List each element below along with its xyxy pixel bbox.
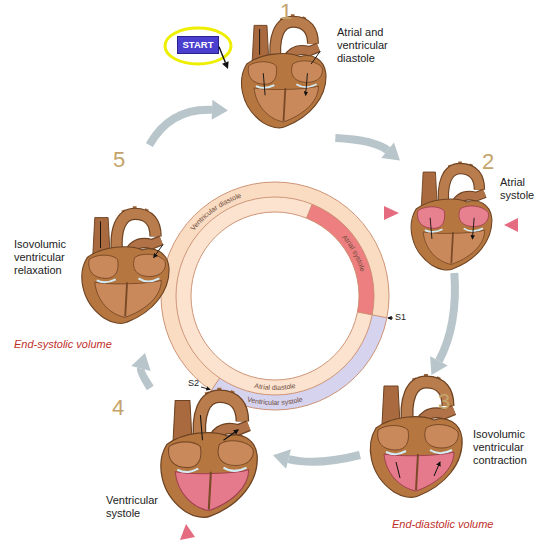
ventricles <box>175 470 249 511</box>
atria <box>89 254 166 278</box>
start-highlight <box>165 28 231 64</box>
phase-label: Atrial systole <box>341 233 366 272</box>
stage-number: 2 <box>482 150 504 174</box>
ventricular-band <box>169 190 382 403</box>
volume-label: End-systolic volume <box>14 338 134 351</box>
flow-arrow <box>260 29 321 95</box>
cycle-arrow <box>149 100 228 145</box>
ring-divider <box>307 204 313 218</box>
arrow-head <box>222 61 228 69</box>
atria <box>169 441 254 468</box>
stage-label: Isovolumic ventricular contraction <box>473 428 545 467</box>
arrow-shaft <box>219 47 225 63</box>
stage-label: Ventricular systole <box>106 494 164 520</box>
flow-arrow <box>396 462 440 478</box>
arrow-shaft <box>289 455 360 462</box>
stage-number: 3 <box>438 390 460 414</box>
ring-border <box>191 212 359 380</box>
heart-illustration <box>82 206 169 323</box>
contraction-arrow <box>384 206 399 220</box>
start-box: START <box>177 36 219 54</box>
heart-body <box>242 14 326 128</box>
valves <box>177 468 246 510</box>
stage-number: 5 <box>113 148 135 172</box>
arrow-shaft <box>141 368 151 388</box>
start-arrow <box>219 47 229 69</box>
stage-label: Isovolumic ventricular relaxation <box>14 238 76 277</box>
leader-line <box>388 318 393 319</box>
arrow-head <box>430 356 448 375</box>
atria <box>248 61 322 84</box>
phase-label: Ventricular systole <box>247 395 304 406</box>
heart-sound-label: S2 <box>188 378 199 389</box>
contraction-arrow <box>180 524 195 540</box>
ventricles <box>254 86 318 122</box>
atria <box>418 206 489 228</box>
ring-border <box>176 197 374 395</box>
heart-body <box>82 206 169 323</box>
heart-illustration <box>411 161 492 270</box>
arrow-shaft <box>439 273 455 361</box>
ventricles <box>95 280 162 317</box>
flow-arrow <box>430 218 474 239</box>
stage-label: Atrial systole <box>500 176 550 202</box>
ventricles <box>384 452 454 491</box>
arrow-head <box>381 143 400 161</box>
ring-text: Atrial systole <box>341 233 366 272</box>
atria <box>378 425 459 450</box>
phase-label: Atrial diastole <box>254 382 296 391</box>
arrow-head <box>273 449 291 468</box>
ventricles <box>423 230 485 264</box>
heart-illustration <box>370 374 462 497</box>
stage-number: 1 <box>280 0 302 24</box>
stage-group: 1Atrial and ventricular diastole <box>228 0 404 138</box>
ring-text: Ventricular systole <box>247 395 304 406</box>
leader-line <box>201 387 210 390</box>
heart-body <box>161 388 257 518</box>
cycle-arrow <box>131 353 150 388</box>
cycle-arrow <box>335 138 400 161</box>
stage-group: 5Isovolumic ventricular relaxationEnd-sy… <box>10 145 182 353</box>
atrial-band <box>184 205 367 388</box>
heart-illustration <box>242 14 326 128</box>
arrow-head <box>131 353 150 371</box>
heart-body <box>370 374 462 497</box>
cycle-arrow <box>273 449 360 468</box>
ring-text: Ventricular diastole <box>189 192 242 232</box>
atrial-systole-band <box>309 211 366 313</box>
arrow-head <box>212 100 228 120</box>
ring-divider <box>358 312 387 318</box>
start-label: START <box>178 37 218 53</box>
contraction-arrow <box>504 218 518 232</box>
stage-group: 3Isovolumic ventricular contractionEnd-d… <box>360 375 548 535</box>
timing-ring: Ventricular diastole Atrial systole Atri… <box>161 182 393 410</box>
stage-number: 4 <box>112 396 134 420</box>
stage-group: 2Atrial systole <box>400 148 551 273</box>
cycle-arrow <box>430 273 455 375</box>
valves <box>425 228 483 263</box>
heart-body <box>411 161 492 270</box>
stage-group: 4Ventricular systole <box>105 388 273 534</box>
phase-label: Ventricular diastole <box>189 192 242 232</box>
flow-arrow <box>101 221 164 257</box>
arrow-shaft <box>149 110 212 145</box>
ring-border <box>161 182 389 410</box>
ring-text: Atrial diastole <box>254 382 296 391</box>
heart-sound-label: S1 <box>395 312 406 323</box>
heart-illustration <box>161 388 257 518</box>
flow-arrow <box>200 415 238 440</box>
valves <box>97 278 160 316</box>
valves <box>386 450 452 490</box>
volume-label: End-diastolic volume <box>392 518 512 531</box>
arrow-shaft <box>335 138 387 150</box>
stage-label: Atrial and ventricular diastole <box>337 26 401 65</box>
